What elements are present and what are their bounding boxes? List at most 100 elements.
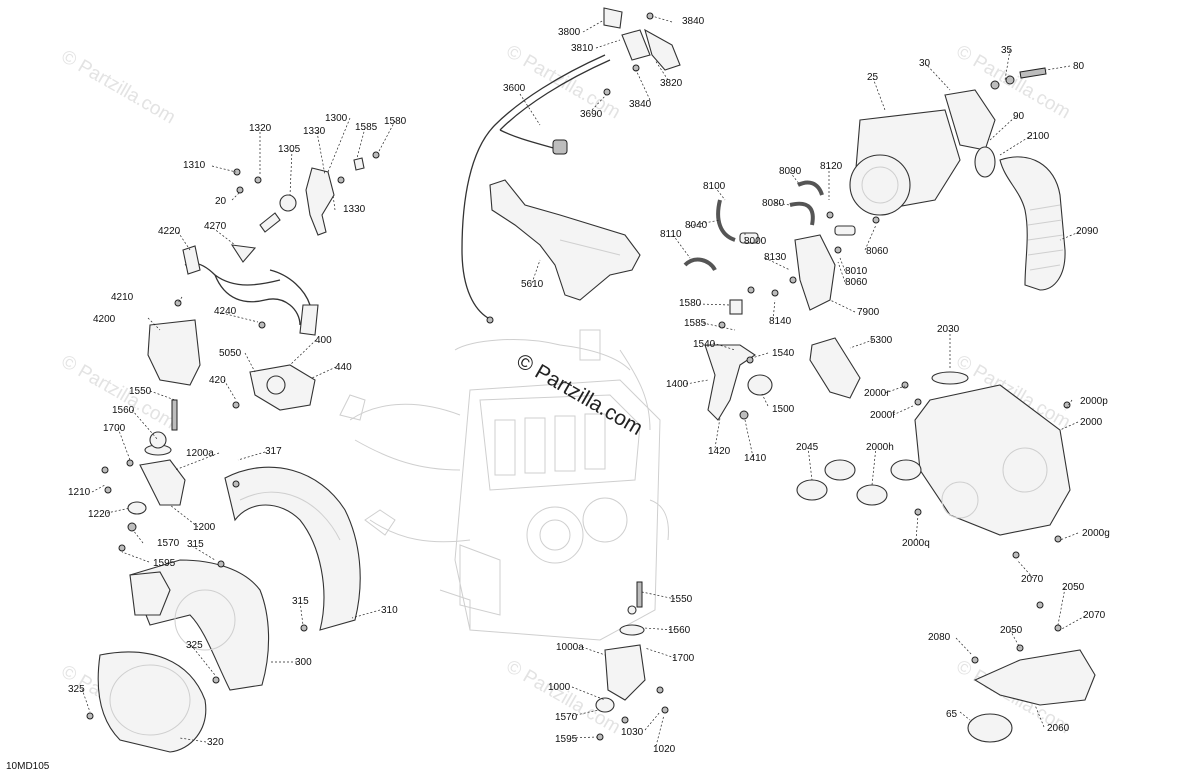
callout-1000a: 1000a — [556, 642, 584, 653]
callout-320: 320 — [207, 737, 224, 748]
callout-1330: 1330 — [303, 126, 326, 137]
callout-1500: 1500 — [772, 404, 795, 415]
callout-8110: 8110 — [660, 229, 682, 240]
callout-315: 315 — [187, 539, 204, 550]
callout-2050: 2050 — [1000, 625, 1023, 636]
callout-4210: 4210 — [111, 292, 134, 303]
callout-8080: 8080 — [762, 198, 785, 209]
callout-300: 300 — [295, 657, 312, 668]
airbox-group — [796, 371, 1071, 543]
callout-7900: 7900 — [857, 307, 880, 318]
callout-3820: 3820 — [660, 78, 683, 89]
callout-2000h: 2000h — [866, 442, 894, 453]
callout-1220: 1220 — [88, 509, 111, 520]
part-5610-shield — [489, 179, 641, 301]
callout-20: 20 — [215, 196, 227, 207]
center-watermark: © Partzilla.com — [513, 349, 647, 440]
callout-2000r: 2000r — [864, 388, 890, 399]
callout-5300: 5300 — [870, 335, 893, 346]
callout-2070: 2070 — [1021, 574, 1044, 585]
callout-3840: 3840 — [629, 99, 652, 110]
callout-1410: 1410 — [744, 453, 767, 464]
callout-440: 440 — [335, 362, 352, 373]
callout-3810: 3810 — [571, 43, 594, 54]
callout-8090: 8090 — [779, 166, 802, 177]
callout-325: 325 — [186, 640, 203, 651]
callout-2090: 2090 — [1076, 226, 1099, 237]
callout-2080: 2080 — [928, 632, 951, 643]
callout-4200: 4200 — [93, 314, 116, 325]
engine-ghost — [339, 329, 669, 641]
center-engine-mount-group — [704, 321, 773, 421]
callout-2100: 2100 — [1027, 131, 1050, 142]
callout-310: 310 — [381, 605, 398, 616]
callout-1320: 1320 — [249, 123, 272, 134]
callout-1570: 1570 — [555, 712, 578, 723]
callout-1330: 1330 — [343, 204, 366, 215]
callout-65: 65 — [946, 709, 958, 720]
callout-5050: 5050 — [219, 348, 242, 359]
callout-80: 80 — [1073, 61, 1085, 72]
callout-1560: 1560 — [668, 625, 691, 636]
callout-1580: 1580 — [384, 116, 407, 127]
callout-25: 25 — [867, 72, 879, 83]
callout-1200: 1200 — [193, 522, 216, 533]
sensor-bracket-group — [233, 151, 380, 236]
callout-3840: 3840 — [682, 16, 705, 27]
callout-3600: 3600 — [503, 83, 526, 94]
callout-1585: 1585 — [355, 122, 378, 133]
bottom-mount-group — [595, 581, 669, 741]
callout-4240: 4240 — [214, 306, 237, 317]
callout-2030: 2030 — [937, 324, 960, 335]
callout-8100: 8100 — [703, 181, 726, 192]
callout-1570: 1570 — [157, 538, 180, 549]
callout-420: 420 — [209, 375, 226, 386]
throttle-cable-group — [461, 7, 681, 324]
callout-1420: 1420 — [708, 446, 731, 457]
diagram-code: 10MD105 — [6, 761, 50, 772]
tile-watermark: © Partzilla.com — [58, 46, 179, 128]
callout-315: 315 — [292, 596, 309, 607]
callout-1200a: 1200a — [186, 448, 214, 459]
callout-2045: 2045 — [796, 442, 819, 453]
callout-8040: 8040 — [685, 220, 708, 231]
callout-2000: 2000 — [1080, 417, 1103, 428]
belt-guard-group — [86, 466, 361, 753]
tile-watermark: © Partzilla.com — [503, 656, 624, 738]
callout-4270: 4270 — [204, 221, 227, 232]
callout-1595: 1595 — [153, 558, 176, 569]
callout-2000q: 2000q — [902, 538, 930, 549]
callout-1585: 1585 — [684, 318, 707, 329]
callout-2070: 2070 — [1083, 610, 1106, 621]
callout-1000: 1000 — [548, 682, 571, 693]
callout-1210: 1210 — [68, 487, 91, 498]
callout-1300: 1300 — [325, 113, 348, 124]
callout-1305: 1305 — [278, 144, 301, 155]
callout-1560: 1560 — [112, 405, 135, 416]
callout-5610: 5610 — [521, 279, 544, 290]
callout-4220: 4220 — [158, 226, 181, 237]
callout-1580: 1580 — [679, 298, 702, 309]
callout-1020: 1020 — [653, 744, 676, 755]
callout-2060: 2060 — [1047, 723, 1070, 734]
callout-1400: 1400 — [666, 379, 689, 390]
callout-3800: 3800 — [558, 27, 581, 38]
callout-1540: 1540 — [693, 339, 716, 350]
callout-2050: 2050 — [1062, 582, 1085, 593]
callout-3690: 3690 — [580, 109, 603, 120]
bottom-bracket-group — [967, 551, 1096, 743]
callout-1700: 1700 — [103, 423, 126, 434]
callout-2000f: 2000f — [870, 410, 895, 421]
callout-1700: 1700 — [672, 653, 695, 664]
part-5300 — [809, 337, 861, 399]
callout-1310: 1310 — [183, 160, 206, 171]
callout-2000p: 2000p — [1080, 396, 1108, 407]
callout-8060: 8060 — [845, 277, 868, 288]
callout-8140: 8140 — [769, 316, 792, 327]
callout-1540: 1540 — [772, 348, 795, 359]
callout-325: 325 — [68, 684, 85, 695]
callout-1550: 1550 — [129, 386, 152, 397]
callout-35: 35 — [1001, 45, 1013, 56]
